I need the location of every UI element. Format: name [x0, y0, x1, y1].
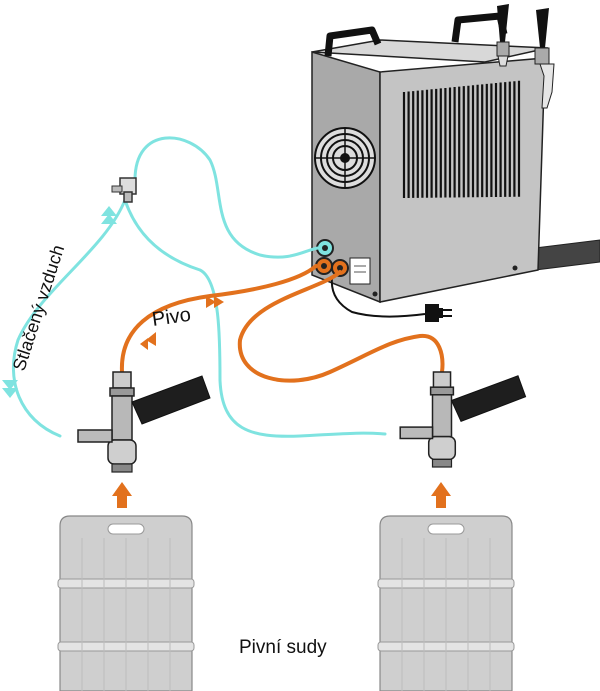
beer-line-right-keg — [237, 270, 445, 383]
coupler-beer-outlet — [432, 371, 452, 388]
air-double-arrow-top — [101, 206, 117, 224]
carry-handle-right — [451, 12, 508, 43]
beer-double-arrow-right — [206, 296, 224, 308]
drip-tray — [534, 239, 600, 271]
coupler-body — [111, 395, 133, 441]
beer-line-left-keg — [119, 264, 318, 374]
beer-tap-left — [496, 4, 510, 67]
beer-inlet-connector-2 — [331, 259, 349, 277]
beer-keg-left — [57, 515, 195, 691]
air-double-arrow-bottom — [2, 380, 18, 398]
coupler-gas-inlet — [77, 429, 113, 443]
keg-flow-up-arrow-right — [431, 482, 451, 508]
vent-grille — [402, 80, 521, 198]
beer-cooler — [311, 4, 600, 322]
cooler-front — [379, 57, 546, 303]
cooler-top — [311, 39, 549, 63]
power-plug-icon — [425, 304, 452, 322]
coupler-lever-handle — [131, 375, 211, 425]
keg-handle-slot — [107, 523, 145, 535]
air-line-to-left-keg — [11, 198, 127, 438]
fan-grille-icon — [314, 127, 376, 189]
power-cord — [330, 277, 426, 318]
keg-coupler-right — [399, 371, 527, 468]
beer-double-arrow-left — [140, 332, 156, 350]
coupler-gas-inlet — [399, 426, 434, 440]
coupler-beer-outlet — [112, 371, 132, 389]
coupler-head — [107, 439, 137, 465]
beer-tap-right — [534, 8, 555, 109]
compressed-air-lines — [11, 136, 387, 438]
carry-handle-left — [324, 26, 382, 57]
air-inlet-connector — [316, 239, 334, 257]
air-line-to-right-keg — [123, 198, 387, 438]
beer-inlet-connector-1 — [315, 257, 333, 275]
beer-lines — [119, 264, 445, 383]
air-t-connector — [111, 177, 137, 203]
beer-label: Pivo — [151, 304, 193, 331]
keg-coupler-left — [77, 371, 211, 473]
rating-plate — [349, 257, 371, 285]
beer-keg-right — [377, 515, 515, 691]
coupler-body — [431, 394, 453, 438]
keg-flow-up-arrow-left — [112, 482, 132, 508]
keg-handle-slot — [427, 523, 465, 535]
coupler-lever-handle — [450, 375, 527, 423]
coupler-head — [427, 435, 457, 461]
air-label: Stlačený vzduch — [9, 242, 69, 373]
kegs-label: Pivní sudy — [239, 637, 327, 658]
air-line-to-cooler — [133, 136, 320, 259]
